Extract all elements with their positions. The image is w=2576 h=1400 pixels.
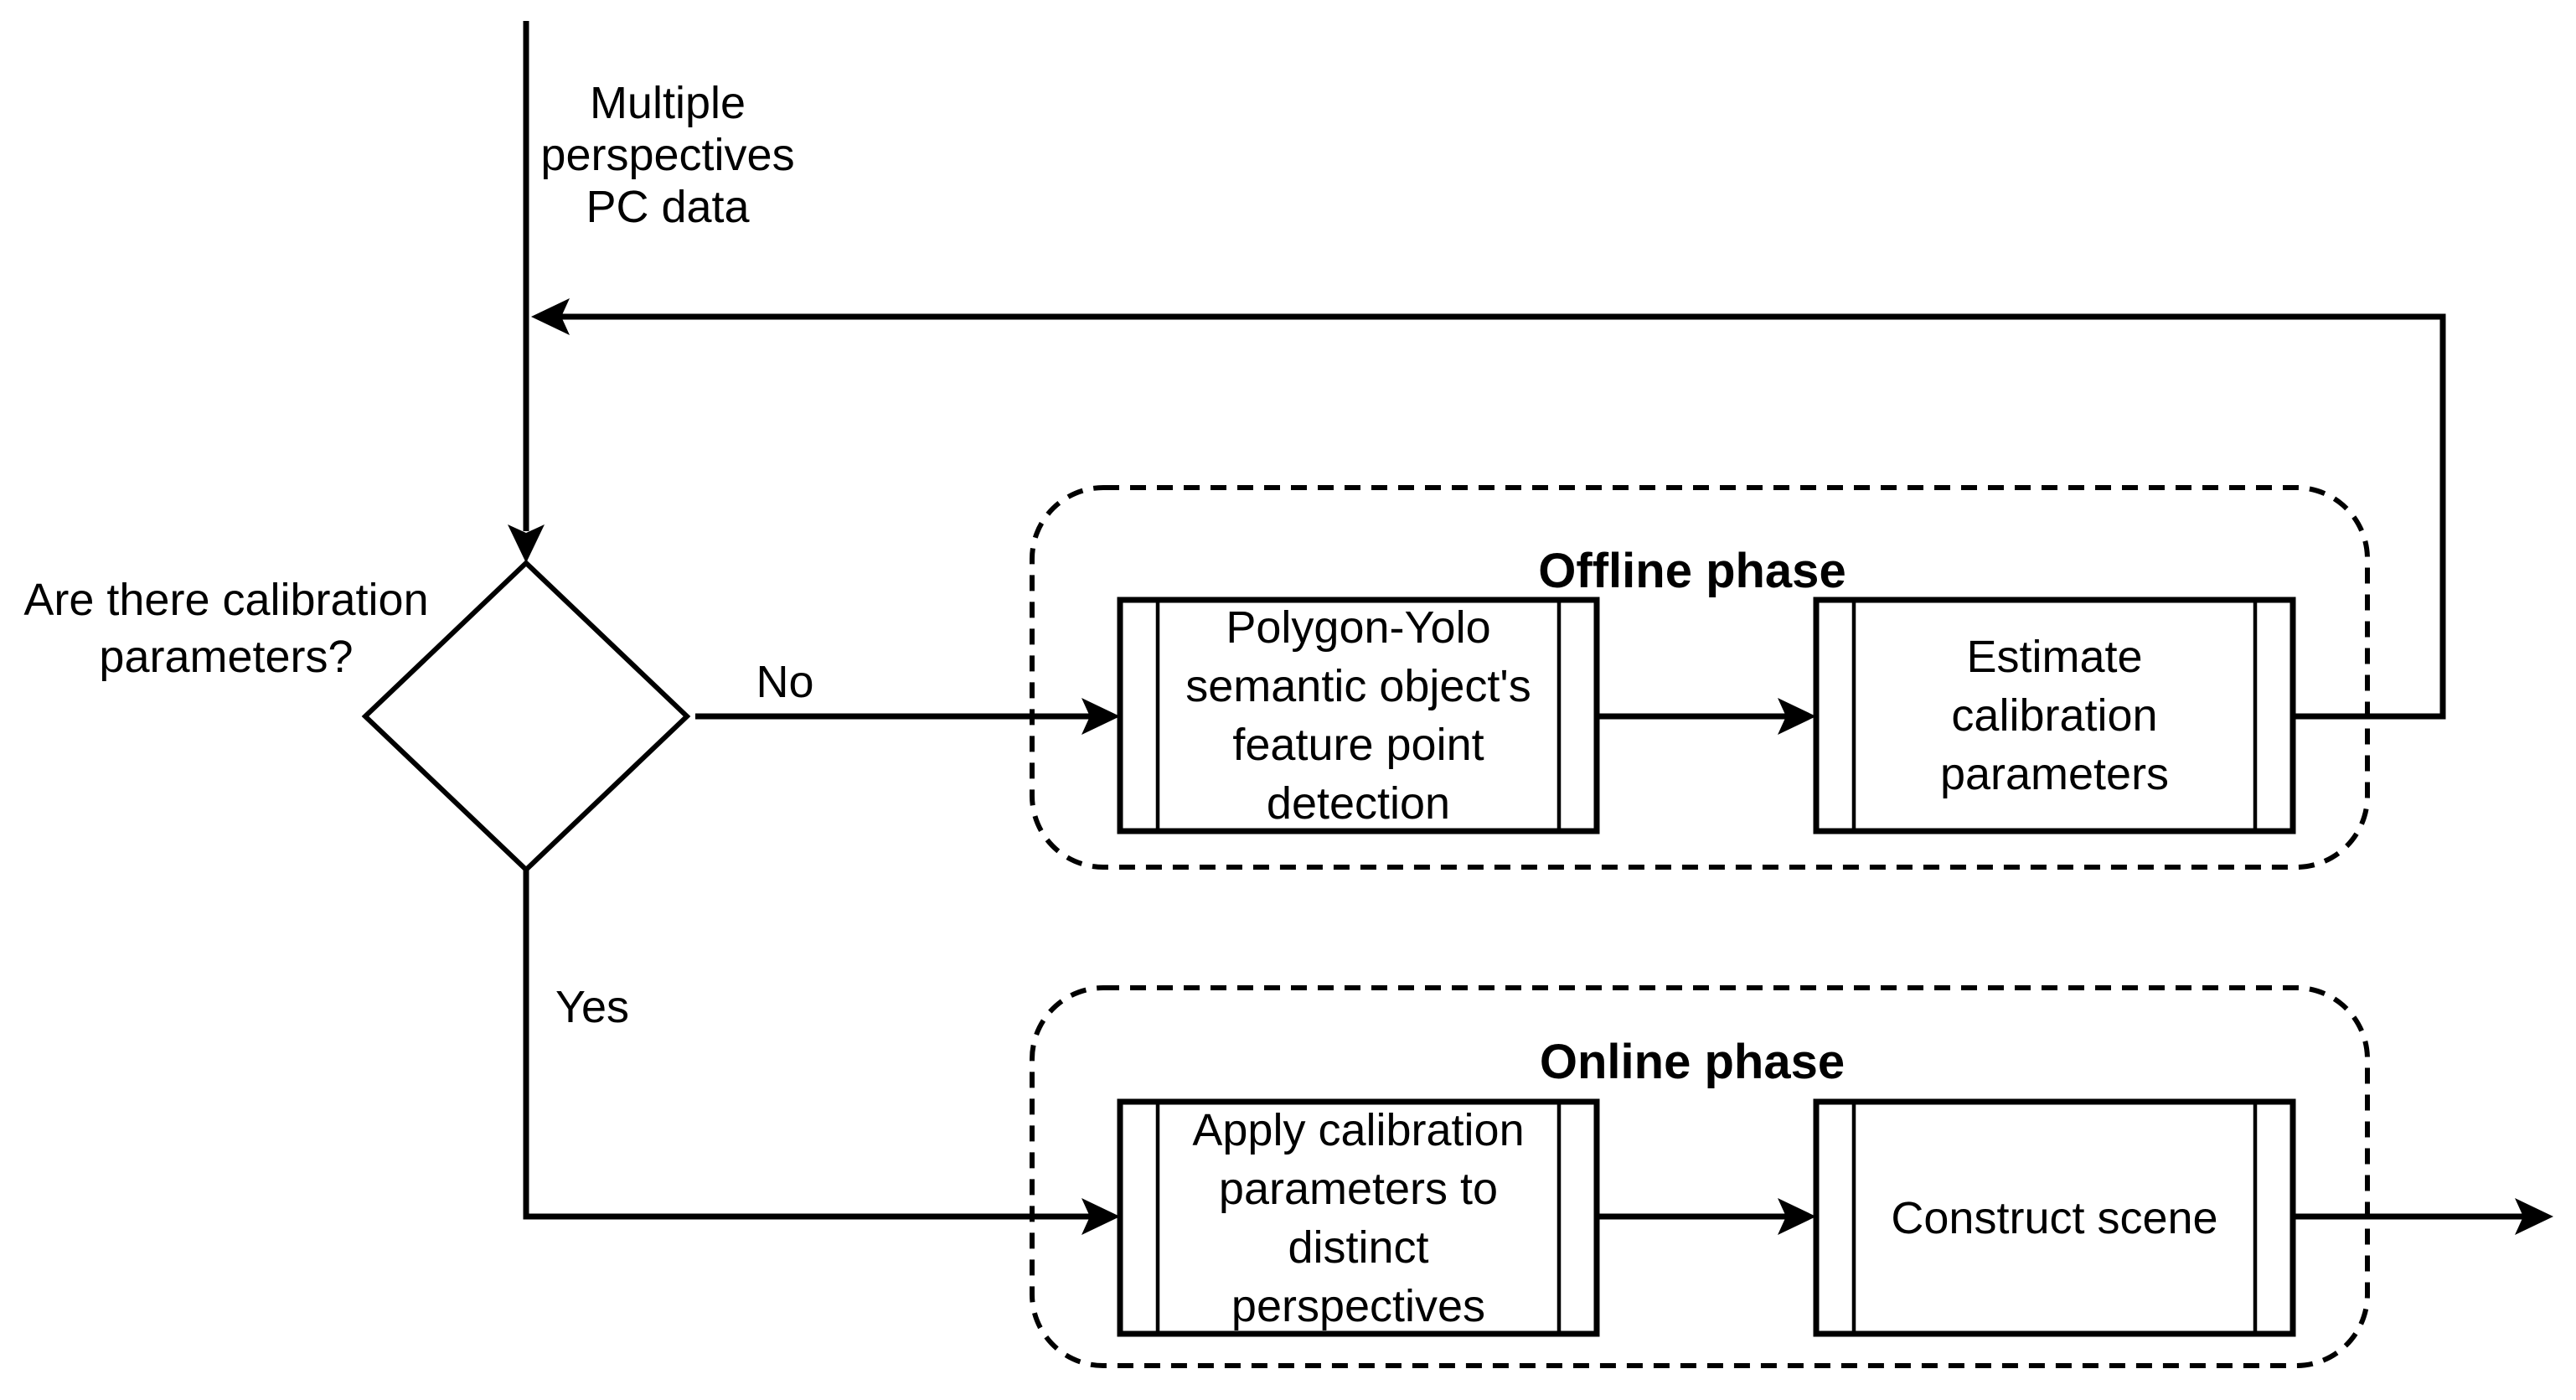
offline-step1-label: Polygon-Yolo semantic object's feature p… (1185, 602, 1531, 829)
offline-step2-label: Estimate calibration parameters (1939, 632, 2170, 799)
output-arrowhead-icon (2515, 1198, 2553, 1235)
online-step2-box (1813, 1098, 2296, 1337)
offline-phase-container (1030, 485, 2370, 870)
input-data-label: Multiple perspectives PC data (540, 78, 795, 232)
online-phase-title: Online phase (1539, 1035, 1846, 1089)
branch-yes-label: Yes (555, 982, 630, 1032)
feedback-arrowhead-icon (531, 298, 570, 335)
offline-step1-box (1117, 597, 1600, 834)
online-step1-label: Apply calibration parameters to distinct… (1192, 1104, 1525, 1331)
offline-connector-arrowhead-icon (1778, 698, 1816, 735)
online-step2-label: Construct scene (1891, 1192, 2218, 1243)
branch-no-label: No (756, 657, 814, 707)
yes-branch-arrowhead-icon (1082, 1198, 1120, 1235)
online-phase-container (1030, 985, 2370, 1368)
online-connector-arrowhead-icon (1778, 1198, 1816, 1235)
input-arrowhead-icon (508, 524, 545, 563)
offline-phase-title: Offline phase (1538, 544, 1846, 598)
offline-step2-box (1813, 597, 2296, 834)
yes-branch-line (523, 870, 1090, 1220)
no-branch-arrowhead-icon (1082, 698, 1120, 735)
decision-question-label: Are there calibration parameters? (23, 575, 429, 682)
decision-diamond (361, 559, 691, 874)
online-step1-box (1117, 1098, 1600, 1337)
